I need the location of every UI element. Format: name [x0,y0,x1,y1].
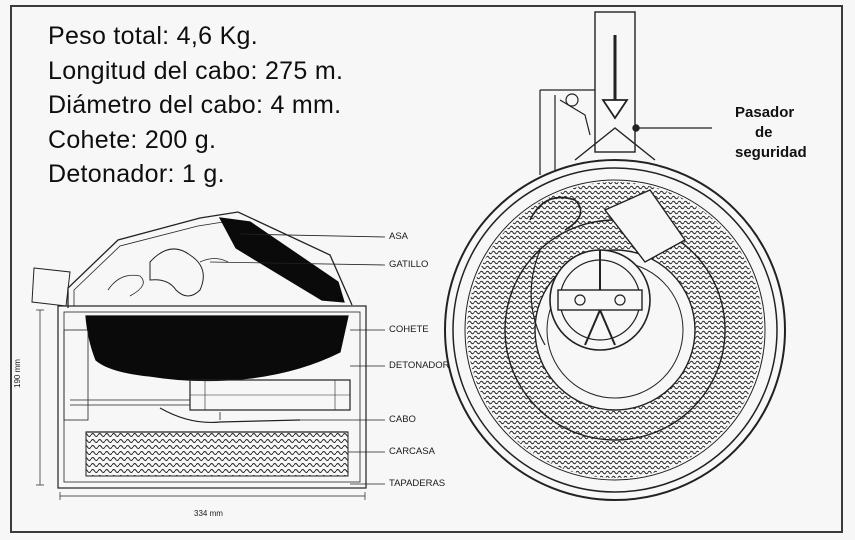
label-cabo: CABO [389,414,416,425]
spec-total-weight: Peso total: 4,6 Kg. [48,22,258,50]
dimension-width: 334 mm [194,509,223,518]
label-carcasa: CARCASA [389,446,435,457]
spec-rocket-weight: Cohete: 200 g. [48,126,217,154]
handle-dark [218,217,345,303]
label-pasador-line1: Pasador [735,104,795,121]
leader-lines [209,233,386,485]
spec-line-diameter: Diámetro del cabo: 4 mm. [48,91,342,119]
front-handle [594,11,636,153]
label-cohete: COHETE [389,324,429,335]
dimension-height: 190 mm [13,359,22,388]
coiled-line [85,431,349,477]
rocket-case [603,189,687,263]
side-view-launcher [31,211,386,500]
label-detonador: DETONADOR [389,360,450,371]
label-pasador-line2: de [755,124,773,141]
rocket-body [85,315,349,382]
label-pasador-line3: seguridad [735,144,807,161]
spec-line-length: Longitud del cabo: 275 m. [48,57,344,85]
cord [159,407,301,424]
drum-outer-ring [444,159,786,501]
label-asa: ASA [389,231,409,242]
arrow-icon [601,99,629,120]
label-tapaderas: TAPADERAS [389,478,446,489]
handle-outline [67,211,353,308]
spec-detonator-weight: Detonador: 1 g. [48,160,225,188]
side-tag [31,267,71,307]
trigger [149,248,204,297]
dimension-lines [36,309,366,500]
label-gatillo: GATILLO [389,259,429,270]
casing-outline [57,305,367,489]
front-view-launcher [444,11,786,501]
